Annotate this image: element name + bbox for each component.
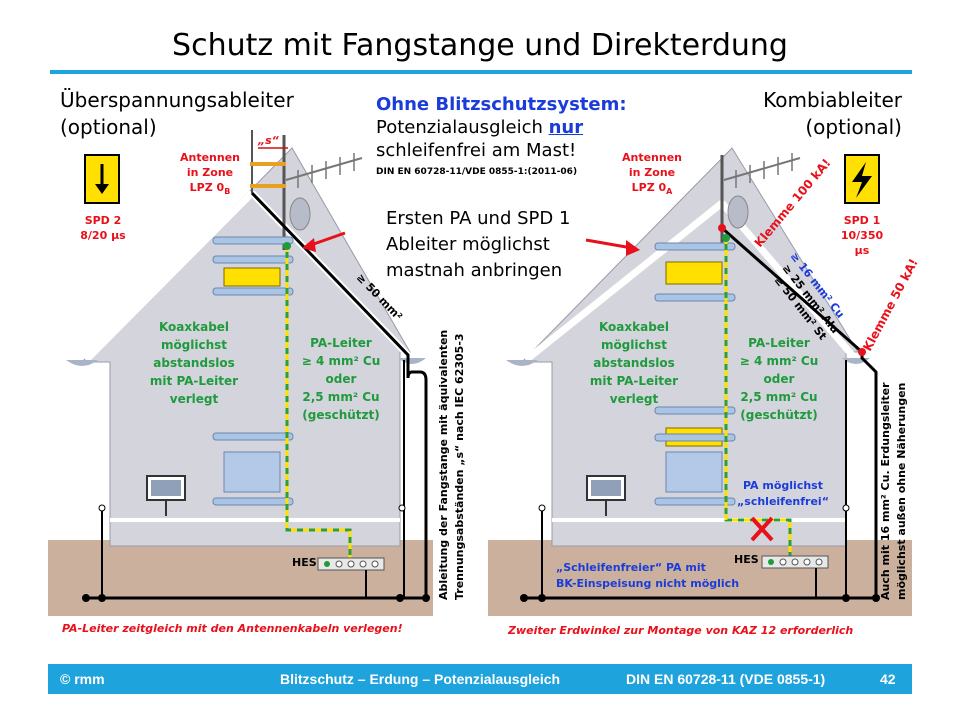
left-gutter-right <box>398 358 426 364</box>
right-spd-block <box>665 261 723 285</box>
left-upper-distribution <box>212 236 294 296</box>
left-satellite-dish <box>289 197 311 231</box>
right-gutter-left <box>506 360 538 366</box>
footer-norm: DIN EN 60728-11 (VDE 0855-1) <box>626 671 826 687</box>
center-norm: DIN EN 60728-11/VDE 0855-1:(2011-06) <box>376 167 578 177</box>
left-yagi-antenna <box>285 153 363 188</box>
left-coax-note: Koaxkabel möglichst abstandslos mit PA-L… <box>149 320 239 406</box>
right-house <box>488 147 912 616</box>
right-roof-edge-right <box>719 200 855 358</box>
right-pa-note: PA-Leiter ≥ 4 mm² Cu oder 2,5 mm² Cu (ge… <box>739 336 819 422</box>
left-gutter-left <box>66 360 98 366</box>
footer-copyright: © rmm <box>60 671 105 687</box>
left-pa-note: PA-Leiter ≥ 4 mm² Cu oder 2,5 mm² Cu (ge… <box>301 336 381 422</box>
right-bottom-note: Zweiter Erdwinkel zur Montage von KAZ 12… <box>508 624 854 637</box>
left-ground <box>48 540 433 616</box>
clamp-50-label: Klemme 50 kA! <box>860 256 920 353</box>
right-heading-2: (optional) <box>805 115 902 139</box>
left-s-label: „s“ <box>258 134 279 147</box>
left-house <box>48 130 433 616</box>
page-title: Schutz mit Fangstange und Direkterdung <box>172 28 788 63</box>
right-clamp-50 <box>858 348 866 356</box>
right-clamp-100 <box>718 224 726 232</box>
left-bottom-note: PA-Leiter zeitgleich mit den Antennenkab… <box>62 622 403 635</box>
left-vertical-note-2: Trennungsabständen „s“ nach IEC 62305-3 <box>453 333 466 600</box>
right-roof-edge <box>523 200 725 363</box>
center-advice: Ersten PA und SPD 1 Ableiter möglichst m… <box>386 208 571 281</box>
left-isolator-2 <box>250 184 286 188</box>
left-pe-point <box>283 242 291 250</box>
left-heading-1: Überspannungsableiter <box>60 88 294 112</box>
left-roof-edge <box>83 190 255 363</box>
center-heading: Ohne Blitzschutzsystem: <box>376 94 627 115</box>
right-upper-distribution <box>654 242 736 302</box>
left-hes-label: HES <box>292 556 317 569</box>
lightning-icon <box>852 162 872 198</box>
left-multiswitch <box>223 451 281 493</box>
right-antenna-zone: Antennen in Zone LPZ 0A <box>621 151 683 197</box>
right-yagi-antenna <box>723 153 801 188</box>
right-vertical-note-1: Auch mit 16 mm² Cu. Erdungsleiter <box>879 382 892 600</box>
right-ground <box>488 540 912 616</box>
right-earthing-conductor <box>721 226 878 600</box>
left-lower-distribution <box>212 432 294 506</box>
footer-page-number: 42 <box>880 671 896 687</box>
right-hes-label: HES <box>734 553 759 566</box>
spd2-label: SPD 2 8/20 µs <box>80 214 126 242</box>
center-line-2: schleifenfrei am Mast! <box>376 140 577 161</box>
left-antenna-zone: Antennen in Zone LPZ 0B <box>179 151 241 197</box>
right-loop-note: „Schleifenfreier“ PA mit BK-Einspeisung … <box>556 561 740 590</box>
left-down-conductor <box>250 191 428 600</box>
right-lower-distribution <box>654 406 736 506</box>
right-heading-1: Kombiableiter <box>763 88 902 112</box>
spd1-label: SPD 1 10/350 µs <box>840 214 884 257</box>
right-coax-note: Koaxkabel möglichst abstandslos mit PA-L… <box>589 320 679 406</box>
footer-topic: Blitzschutz – Erdung – Potenzialausgleic… <box>280 671 561 687</box>
title-rule <box>50 70 912 74</box>
center-line-1: Potenzialausgleich nur <box>376 117 584 138</box>
right-vertical-note-2: möglichst außen ohne Näherungen <box>895 383 908 600</box>
left-spd-block <box>223 267 281 287</box>
left-vertical-note-1: Ableitung der Fangstange mit äquivalente… <box>437 330 450 600</box>
right-red-arrow <box>585 238 633 250</box>
right-pa-loop-note: PA möglichst „schleifenfrei“ <box>737 479 829 508</box>
right-satellite-dish <box>727 195 749 229</box>
footer-bar: © rmm Blitzschutz – Erdung – Potenzialau… <box>48 664 912 694</box>
left-isolator-1 <box>250 162 286 166</box>
left-heading-2: (optional) <box>60 115 157 139</box>
right-multiswitch <box>665 451 723 493</box>
